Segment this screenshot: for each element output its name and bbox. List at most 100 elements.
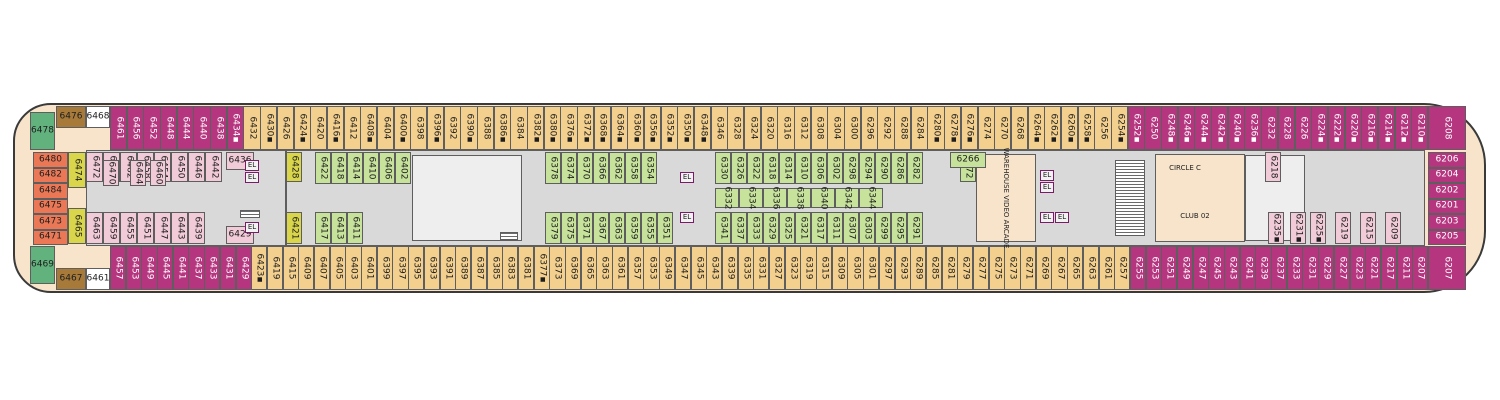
cabin-6456[interactable]: 6456: [126, 106, 144, 150]
cabin-6438[interactable]: 6438: [210, 106, 228, 150]
cabin-6397[interactable]: 6397: [392, 246, 409, 290]
cabin-6351[interactable]: 6351: [657, 212, 673, 244]
cabin-6413[interactable]: 6413: [331, 212, 347, 244]
cabin-6341[interactable]: 6341: [715, 212, 731, 244]
cabin-6322[interactable]: 6322: [747, 152, 763, 184]
cabin-6356[interactable]: 6356▪: [643, 106, 662, 150]
cabin-6231[interactable]: 6231▪: [1290, 212, 1306, 244]
cabin-6218[interactable]: 6218: [1265, 152, 1281, 182]
cabin-6401[interactable]: 6401: [361, 246, 378, 290]
cabin-6406[interactable]: 6406: [379, 152, 395, 184]
cabin-6421[interactable]: 6421: [286, 212, 302, 244]
cabin-6380[interactable]: 6380▪: [543, 106, 561, 150]
cabin-6370[interactable]: 6370: [577, 152, 593, 184]
cabin-6373[interactable]: 6373: [549, 246, 566, 290]
cabin-6303[interactable]: 6303: [859, 212, 875, 244]
cabin-6469[interactable]: 6469: [30, 246, 55, 284]
cabin-6285[interactable]: 6285: [925, 246, 943, 290]
cabin-6400[interactable]: 6400▪: [393, 106, 411, 150]
cabin-6257[interactable]: 6257: [1114, 246, 1131, 290]
cabin-6324[interactable]: 6324: [743, 106, 762, 150]
cabin-6248[interactable]: 6248▪: [1161, 106, 1179, 150]
cabin-6282[interactable]: 6282: [907, 152, 923, 184]
cabin-6339[interactable]: 6339: [721, 246, 739, 290]
cabin-6229[interactable]: 6229: [1318, 246, 1335, 290]
cabin-6297[interactable]: 6297: [878, 246, 896, 290]
cabin-6455[interactable]: 6455: [120, 212, 137, 244]
cabin-6420[interactable]: 6420: [310, 106, 328, 150]
cabin-6451[interactable]: 6451: [137, 212, 154, 244]
cabin-6391[interactable]: 6391: [439, 246, 456, 290]
cabin-6201[interactable]: 6201: [1428, 198, 1466, 214]
cabin-6331[interactable]: 6331: [753, 246, 770, 290]
cabin-6312[interactable]: 6312: [794, 106, 812, 150]
cabin-6275[interactable]: 6275: [988, 246, 1005, 290]
cabin-6418[interactable]: 6418: [331, 152, 347, 184]
cabin-6414[interactable]: 6414: [347, 152, 363, 184]
cabin-6241[interactable]: 6241: [1239, 246, 1256, 290]
cabin-6228[interactable]: 6228: [1277, 106, 1296, 150]
cabin-6242[interactable]: 6242▪: [1211, 106, 1229, 150]
cabin-6268[interactable]: 6268: [1010, 106, 1029, 150]
cabin-6250[interactable]: 6250: [1144, 106, 1162, 150]
cabin-6433[interactable]: 6433: [204, 246, 221, 290]
cabin-6362[interactable]: 6362: [609, 152, 625, 184]
cabin-6463[interactable]: 6463: [86, 212, 103, 244]
cabin-6472[interactable]: 6472: [86, 152, 103, 182]
cabin-6382[interactable]: 6382▪: [527, 106, 545, 150]
cabin-6302[interactable]: 6302: [827, 152, 843, 184]
cabin-6220[interactable]: 6220▪: [1344, 106, 1362, 150]
cabin-6211[interactable]: 6211: [1396, 246, 1413, 290]
cabin-6398[interactable]: 6398: [410, 106, 428, 150]
cabin-6395[interactable]: 6395: [408, 246, 425, 290]
cabin-6363[interactable]: 6363: [609, 212, 625, 244]
cabin-6364[interactable]: 6364▪: [610, 106, 628, 150]
cabin-6468[interactable]: 6468: [86, 106, 110, 128]
cabin-6204[interactable]: 6204: [1428, 167, 1466, 183]
cabin-6484[interactable]: 6484: [33, 183, 68, 199]
cabin-6252[interactable]: 6252▪: [1127, 106, 1145, 150]
cabin-6243[interactable]: 6243: [1224, 246, 1241, 290]
cabin-6474[interactable]: 6474: [68, 152, 86, 188]
cabin-6216[interactable]: 6216▪: [1361, 106, 1379, 150]
cabin-6239[interactable]: 6239: [1255, 246, 1272, 290]
cabin-6344[interactable]: 6344: [859, 187, 883, 209]
cabin-6385[interactable]: 6385: [486, 246, 503, 290]
cabin-6346[interactable]: 6346: [710, 106, 728, 150]
cabin-6389[interactable]: 6389: [455, 246, 472, 290]
cabin-6390[interactable]: 6390▪: [460, 106, 478, 150]
cabin-6214[interactable]: 6214▪: [1377, 106, 1396, 150]
cabin-6289[interactable]: 6289: [910, 246, 927, 290]
cabin-6246[interactable]: 6246▪: [1177, 106, 1195, 150]
cabin-6371[interactable]: 6371: [577, 212, 593, 244]
cabin-6265[interactable]: 6265: [1067, 246, 1084, 290]
cabin-6417[interactable]: 6417: [315, 212, 331, 244]
cabin-6393[interactable]: 6393: [423, 246, 440, 290]
cabin-6328[interactable]: 6328: [727, 106, 745, 150]
cabin-6349[interactable]: 6349: [659, 246, 676, 290]
cabin-6403[interactable]: 6403: [345, 246, 362, 290]
cabin-6226[interactable]: 6226: [1294, 106, 1312, 150]
cabin-6415[interactable]: 6415: [282, 246, 299, 290]
cabin-6354[interactable]: 6354: [641, 152, 657, 184]
cabin-6321[interactable]: 6321: [795, 212, 811, 244]
cabin-6232[interactable]: 6232: [1261, 106, 1279, 150]
cabin-6270[interactable]: 6270: [994, 106, 1012, 150]
cabin-6281[interactable]: 6281: [941, 246, 958, 290]
cabin-6453[interactable]: 6453: [125, 246, 142, 290]
cabin-6309[interactable]: 6309: [831, 246, 848, 290]
cabin-6369[interactable]: 6369: [565, 246, 582, 290]
cabin-6301[interactable]: 6301: [863, 246, 880, 290]
cabin-6233[interactable]: 6233: [1286, 246, 1303, 290]
cabin-6294[interactable]: 6294: [859, 152, 875, 184]
cabin-6277[interactable]: 6277: [972, 246, 990, 290]
cabin-6316[interactable]: 6316: [777, 106, 795, 150]
cabin-6284[interactable]: 6284: [910, 106, 928, 150]
cabin-6372[interactable]: 6372▪: [577, 106, 595, 150]
cabin-6399[interactable]: 6399: [376, 246, 393, 290]
cabin-6236[interactable]: 6236▪: [1244, 106, 1262, 150]
cabin-6209[interactable]: 6209: [1385, 212, 1401, 244]
cabin-6267[interactable]: 6267: [1051, 246, 1068, 290]
cabin-6333[interactable]: 6333: [747, 212, 763, 244]
cabin-6359[interactable]: 6359: [625, 212, 641, 244]
